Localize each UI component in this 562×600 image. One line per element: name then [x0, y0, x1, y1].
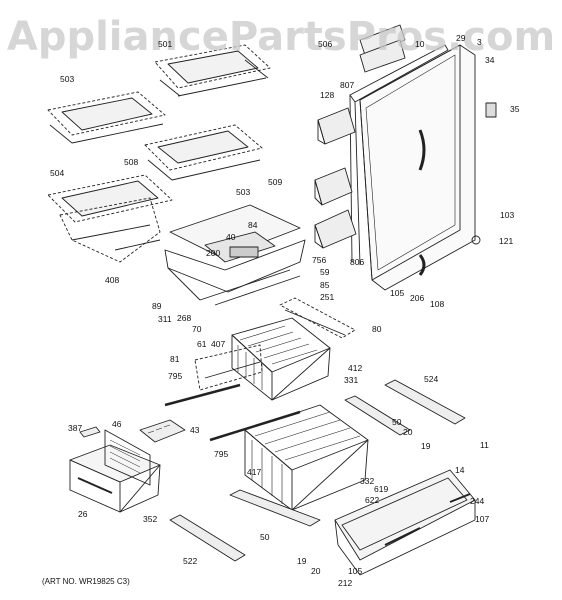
callout-label: 212: [338, 578, 353, 588]
callout-label: 34: [485, 55, 495, 65]
drawer-rail-80: [279, 297, 356, 339]
hinge-pin: [471, 235, 481, 245]
callout-label: 806: [350, 257, 365, 267]
rail-50-right: [344, 395, 411, 436]
rail-50-left: [229, 489, 321, 527]
callout-label: 20: [311, 566, 321, 576]
door-bin-807: [314, 167, 353, 206]
callout-label: 29: [456, 33, 466, 43]
crisper-cover-assembly: [164, 204, 306, 306]
ice-tray: [139, 419, 186, 443]
callout-label: 524: [424, 374, 439, 384]
callout-label: 509: [268, 177, 283, 187]
callout-label: 501: [158, 39, 173, 49]
ice-scoop: [79, 426, 101, 438]
callout-label: 26: [78, 509, 88, 519]
callout-label: 108: [430, 299, 445, 309]
callout-label: 332: [360, 476, 375, 486]
callout-label: 11: [480, 440, 489, 450]
callout-label: 206: [410, 293, 425, 303]
ice-bucket-assembly: [69, 429, 161, 513]
callout-label: 35: [510, 104, 520, 114]
callout-label: 508: [124, 157, 139, 167]
callout-label: 105: [390, 288, 405, 298]
callout-label: 10: [415, 39, 425, 49]
rail-524: [384, 379, 466, 425]
callout-label: 200: [206, 248, 221, 258]
callout-label: 619: [374, 484, 389, 494]
callout-label: 50: [392, 417, 402, 427]
callout-label: 85: [320, 280, 330, 290]
callout-label: 40: [226, 232, 236, 242]
callout-label: 14: [455, 465, 465, 475]
callout-label: 46: [112, 419, 122, 429]
refrigerator-door: [359, 44, 476, 291]
lower-freezer-basket: [244, 404, 369, 511]
callout-label: 795: [168, 371, 183, 381]
door-bin-806: [314, 209, 357, 249]
callout-label: 89: [152, 301, 162, 311]
freezer-drawer-front: [334, 469, 476, 576]
callout-label: 352: [143, 514, 158, 524]
dairy-compartment: [359, 24, 406, 73]
callout-label: 84: [248, 220, 258, 230]
callout-label: 251: [320, 292, 335, 302]
callout-label: 80: [372, 324, 382, 334]
callout-label: 331: [344, 375, 359, 385]
shelf-assembly-508: [144, 124, 263, 181]
shelf-assembly-top: [154, 44, 271, 97]
callout-label: 503: [236, 187, 251, 197]
callout-label: 244: [470, 496, 485, 506]
callout-label: 61: [197, 339, 207, 349]
rail-795-upper: [164, 383, 241, 407]
callout-label: 506: [318, 39, 333, 49]
callout-label: 412: [348, 363, 363, 373]
door-bin-128: [317, 107, 356, 145]
callout-label: 622: [365, 495, 380, 505]
callout-label: 807: [340, 80, 355, 90]
slide-frame-81: [194, 344, 263, 391]
callout-label: 417: [247, 467, 262, 477]
callout-label: 387: [68, 423, 83, 433]
callout-label: 268: [177, 313, 192, 323]
callout-label: 20: [403, 427, 413, 437]
shelf-assembly-503-upper: [47, 91, 166, 144]
callout-label: 59: [320, 267, 330, 277]
callout-label: 105: [348, 566, 363, 576]
callout-label: 407: [211, 339, 226, 349]
callout-label: 311: [158, 314, 172, 324]
callout-label: 522: [183, 556, 198, 566]
callout-label: 504: [50, 168, 65, 178]
callout-label: 756: [312, 255, 327, 265]
callout-label: 50: [260, 532, 270, 542]
callout-label: 81: [170, 354, 180, 364]
callout-label: 103: [500, 210, 515, 220]
callout-label: 70: [192, 324, 202, 334]
callout-label: 19: [297, 556, 307, 566]
callout-label: 503: [60, 74, 75, 84]
art-number: (ART NO. WR19825 C3): [42, 577, 130, 586]
callout-label: 121: [499, 236, 514, 246]
shelf-assembly-504: [47, 174, 173, 263]
callout-label: 43: [190, 425, 200, 435]
callout-label: 19: [421, 441, 431, 451]
callout-label: 408: [105, 275, 120, 285]
callout-label: 3: [477, 37, 482, 47]
rail-522: [169, 514, 246, 562]
callout-label: 128: [320, 90, 335, 100]
callout-label: 107: [475, 514, 490, 524]
upper-freezer-basket: [231, 317, 331, 401]
callout-label: 795: [214, 449, 229, 459]
hinge-cover: [485, 102, 497, 118]
